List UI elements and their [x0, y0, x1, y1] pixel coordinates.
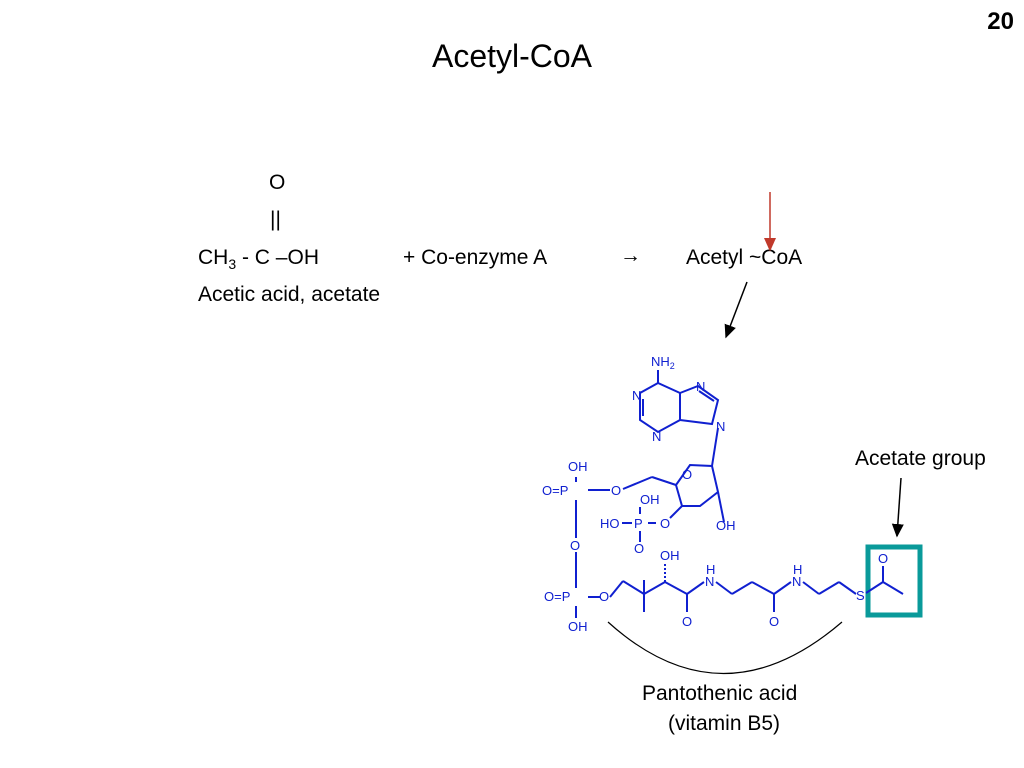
double-bond: ||	[270, 208, 281, 231]
acid-name: Acetic acid, acetate	[198, 283, 381, 306]
mol-op1: O=P	[542, 483, 568, 498]
mol-o-p3-bottom: O	[634, 541, 644, 556]
mol-op2: O=P	[544, 589, 570, 604]
slide-number: 20	[987, 8, 1014, 35]
mol-n2: N	[652, 429, 661, 444]
mol-h-a: H	[706, 562, 715, 577]
coenzyme-a-text: + Co-enzyme A	[403, 246, 548, 269]
mol-nh2: NH2	[651, 354, 675, 371]
mol-o-p1-right: O	[611, 483, 621, 498]
coa-structure	[575, 370, 904, 618]
mol-nh-a: N	[705, 574, 714, 589]
ch3-subscript: 3	[228, 256, 237, 273]
ch3-text: CH	[198, 246, 229, 269]
mol-oh-panto: OH	[660, 548, 680, 563]
product-to-molecule-arrow	[724, 281, 748, 339]
slide-title: Acetyl-CoA	[431, 38, 593, 74]
mol-o-bridge: O	[570, 538, 580, 553]
carbonyl-oxygen: O	[269, 171, 286, 194]
vitamin-b5-label: (vitamin B5)	[668, 712, 781, 735]
mol-p3: P	[634, 516, 643, 531]
mol-ho-p3: HO	[600, 516, 620, 531]
mol-oh-ribose: OH	[716, 518, 736, 533]
product-text: Acetyl ~CoA	[686, 246, 803, 269]
reaction-arrow: →	[620, 244, 641, 267]
mol-s: S	[856, 588, 865, 603]
mol-oh-p2: OH	[568, 619, 588, 634]
pantothenic-label: Pantothenic acid	[642, 682, 798, 705]
mol-n1: N	[632, 388, 641, 403]
pantothenic-brace	[607, 621, 843, 674]
mol-o-p3-right: O	[660, 516, 670, 531]
acid-rest-text: - C –OH	[236, 246, 319, 269]
mol-nh-b: N	[792, 574, 801, 589]
mol-oh-p3: OH	[640, 492, 660, 507]
mol-o-amide2: O	[769, 614, 779, 629]
mol-o-acetyl: O	[878, 551, 888, 566]
mol-o-p2-right: O	[599, 589, 609, 604]
acetate-group-label: Acetate group	[855, 447, 986, 470]
acetic-acid-formula: CH3 - C –OH	[198, 246, 319, 272]
acetate-label-arrow	[891, 477, 904, 538]
mol-o-amide1: O	[682, 614, 692, 629]
acetate-group-box	[865, 544, 923, 618]
mol-h-b: H	[793, 562, 802, 577]
mol-oh-p1: OH	[568, 459, 588, 474]
mol-n4: N	[716, 419, 725, 434]
mol-ring-o: O	[682, 467, 692, 482]
mol-n3: N	[696, 379, 705, 394]
